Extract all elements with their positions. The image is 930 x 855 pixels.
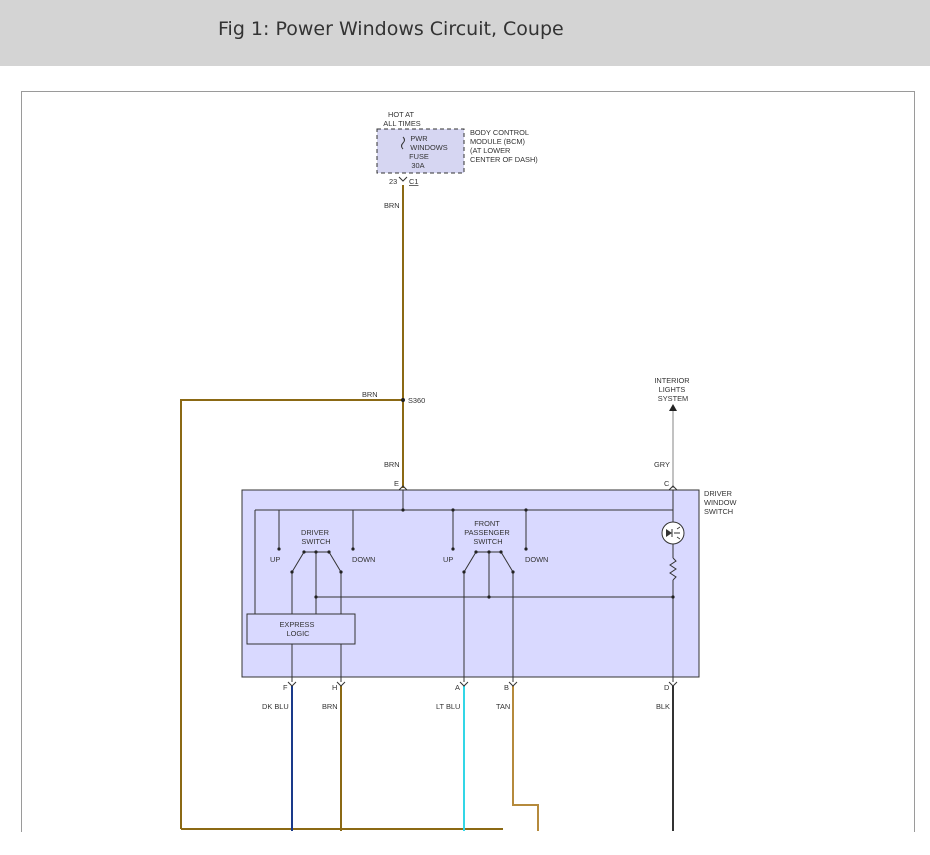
pin-e-label: E <box>394 479 399 488</box>
express-logic-label: EXPRESS LOGIC <box>280 620 317 638</box>
figure-header: Fig 1: Power Windows Circuit, Coupe <box>0 0 930 66</box>
passenger-down-label: DOWN <box>525 555 548 564</box>
pin-a-connector-icon <box>459 681 469 687</box>
diagram-frame <box>21 91 915 832</box>
wires <box>180 185 674 831</box>
pin-c-label: C <box>664 479 670 488</box>
pin-a-label: A <box>455 683 460 692</box>
interior-lights-label: INTERIOR LIGHTS SYSTEM <box>654 376 691 403</box>
junction-dots <box>277 508 675 599</box>
pin-e-connector-icon <box>398 485 408 491</box>
pin-b-label: B <box>504 683 509 692</box>
wire-label-to-pin-c: GRY <box>654 460 670 469</box>
wire-label-f: DK BLU <box>262 702 289 711</box>
wire-label-fuse-out: BRN <box>384 201 400 210</box>
pin-h-connector-icon <box>336 681 346 687</box>
express-logic-box <box>246 613 356 645</box>
hot-at-all-times-label: HOT AT ALL TIMES <box>383 110 420 128</box>
figure-title: Fig 1: Power Windows Circuit, Coupe <box>218 18 564 40</box>
fuse-connector-id: C1 <box>409 177 418 186</box>
wire-label-h: BRN <box>322 702 338 711</box>
switch-module-label: DRIVER WINDOW SWITCH <box>704 489 739 516</box>
wire-label-d: BLK <box>656 702 670 711</box>
pin-b-connector-icon <box>508 681 518 687</box>
wire-tan-pin-b <box>512 686 539 831</box>
fuse-box <box>376 128 465 174</box>
arrow-up-icon <box>669 404 677 411</box>
fuse-pin-connector-icon <box>398 176 408 182</box>
resistor-icon <box>669 557 677 581</box>
wire-label-to-pin-e: BRN <box>384 460 400 469</box>
fuse-icon <box>401 136 405 150</box>
pin-h-label: H <box>332 683 337 692</box>
fuse-label: PWR WINDOWS FUSE 30A <box>409 134 450 170</box>
passenger-switch-label: FRONT PASSENGER SWITCH <box>464 519 512 546</box>
interior-lights-system: INTERIOR LIGHTS SYSTEM <box>654 376 691 411</box>
wire-splice-branch <box>180 399 403 829</box>
wire-label-a: LT BLU <box>436 702 460 711</box>
pin-c-connector-icon <box>668 485 678 491</box>
fuse-pin-number: 23 <box>389 177 397 186</box>
bottom-connectors <box>287 681 678 687</box>
pin-f-connector-icon <box>287 681 297 687</box>
switch-module-box <box>241 489 700 678</box>
bcm-label: BODY CONTROL MODULE (BCM) (AT LOWER CENT… <box>470 128 538 164</box>
pin-f-label: F <box>283 683 288 692</box>
internal-circuit <box>254 490 677 682</box>
lamp-icon <box>661 521 685 545</box>
pin-d-connector-icon <box>668 681 678 687</box>
wire-label-splice-branch: BRN <box>362 390 378 399</box>
fuse-block: HOT AT ALL TIMES PWR WINDOWS FUSE 30A BO… <box>376 110 538 186</box>
pin-d-label: D <box>664 683 669 692</box>
driver-up-label: UP <box>270 555 280 564</box>
wire-label-b: TAN <box>496 702 510 711</box>
splice-s360-dot <box>401 398 405 402</box>
driver-switch-label: DRIVER SWITCH <box>301 528 331 546</box>
splice-s360-label: S360 <box>408 396 425 405</box>
driver-window-switch-module: DRIVER WINDOW SWITCH E C <box>241 479 739 682</box>
driver-down-label: DOWN <box>352 555 375 564</box>
passenger-up-label: UP <box>443 555 453 564</box>
